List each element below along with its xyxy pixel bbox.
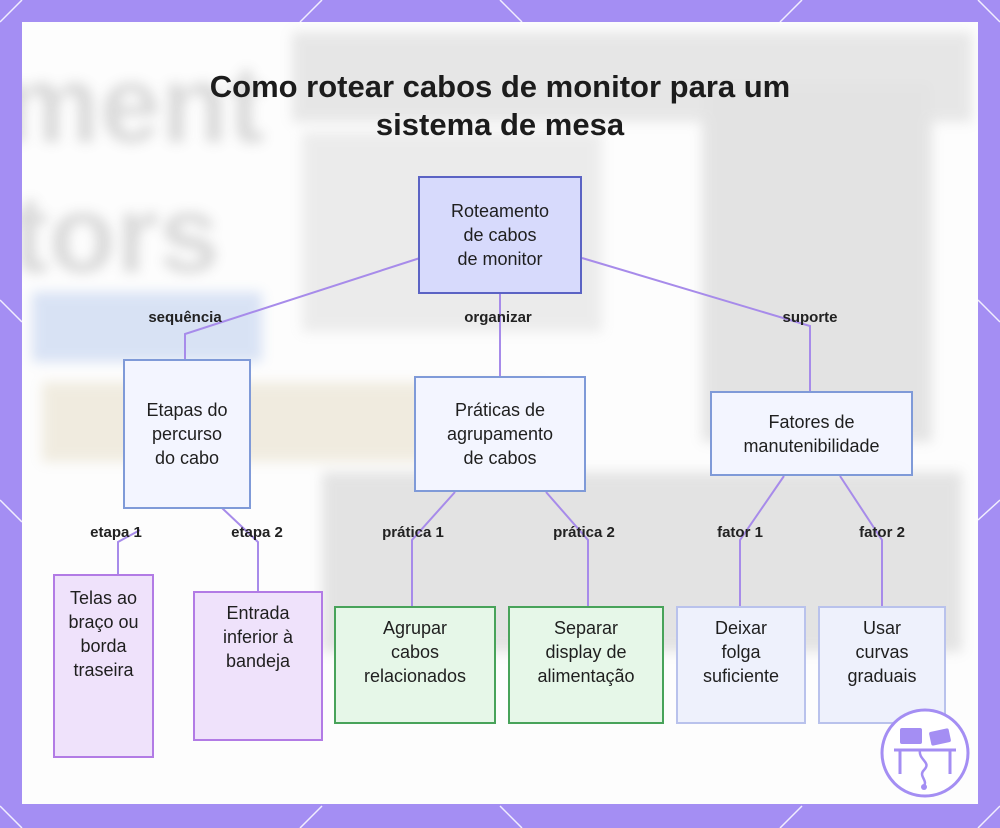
diagram-card: ment tors Como rotear cabos de monitor p…	[22, 22, 978, 804]
edge-label-sequencia: sequência	[148, 309, 222, 326]
node-fatores-label: Fatores de manutenibilidade	[743, 411, 880, 456]
node-agrupar: Agrupar cabos relacionados	[334, 606, 496, 724]
edge-label-fator1: fator 1	[717, 524, 763, 541]
node-deixar: Deixar folga suficiente	[676, 606, 806, 724]
svg-text:tors: tors	[22, 173, 220, 296]
node-agrupar-label: Agrupar cabos relacionados	[363, 618, 467, 686]
connectors	[117, 257, 883, 606]
edge-label-etapa1: etapa 1	[90, 524, 142, 541]
node-separar: Separar display de alimentação	[508, 606, 664, 724]
svg-text:ment: ment	[22, 43, 265, 166]
node-praticas: Práticas de agrupamento de cabos	[414, 376, 586, 492]
node-entrada-label: Entrada inferior à bandeja	[222, 603, 294, 671]
diagram-title: Como rotear cabos de monitor para um sis…	[209, 69, 791, 142]
node-telas: Telas ao braço ou borda traseira	[53, 574, 154, 758]
node-praticas-label: Práticas de agrupamento de cabos	[446, 400, 554, 468]
node-root-label: Roteamento de cabos de monitor	[450, 201, 550, 269]
node-entrada: Entrada inferior à bandeja	[193, 591, 323, 741]
edge-label-organizar: organizar	[464, 309, 532, 326]
node-etapas: Etapas do percurso do cabo	[123, 359, 251, 509]
node-deixar-label: Deixar folga suficiente	[702, 618, 780, 686]
node-root: Roteamento de cabos de monitor	[418, 176, 582, 294]
node-usar: Usar curvas graduais	[818, 606, 946, 724]
edge-label-pratica1: prática 1	[382, 524, 444, 541]
edge-label-pratica2: prática 2	[553, 524, 615, 541]
edge-label-etapa2: etapa 2	[231, 524, 283, 541]
node-etapas-label: Etapas do percurso do cabo	[146, 400, 228, 468]
node-separar-label: Separar display de alimentação	[537, 618, 635, 686]
desk-setup-icon	[880, 708, 970, 798]
edge-label-suporte: suporte	[782, 309, 838, 326]
node-usar-label: Usar curvas graduais	[847, 618, 917, 686]
node-fatores: Fatores de manutenibilidade	[710, 391, 913, 476]
node-telas-label: Telas ao braço ou borda traseira	[68, 588, 139, 680]
edge-label-fator2: fator 2	[859, 524, 905, 541]
